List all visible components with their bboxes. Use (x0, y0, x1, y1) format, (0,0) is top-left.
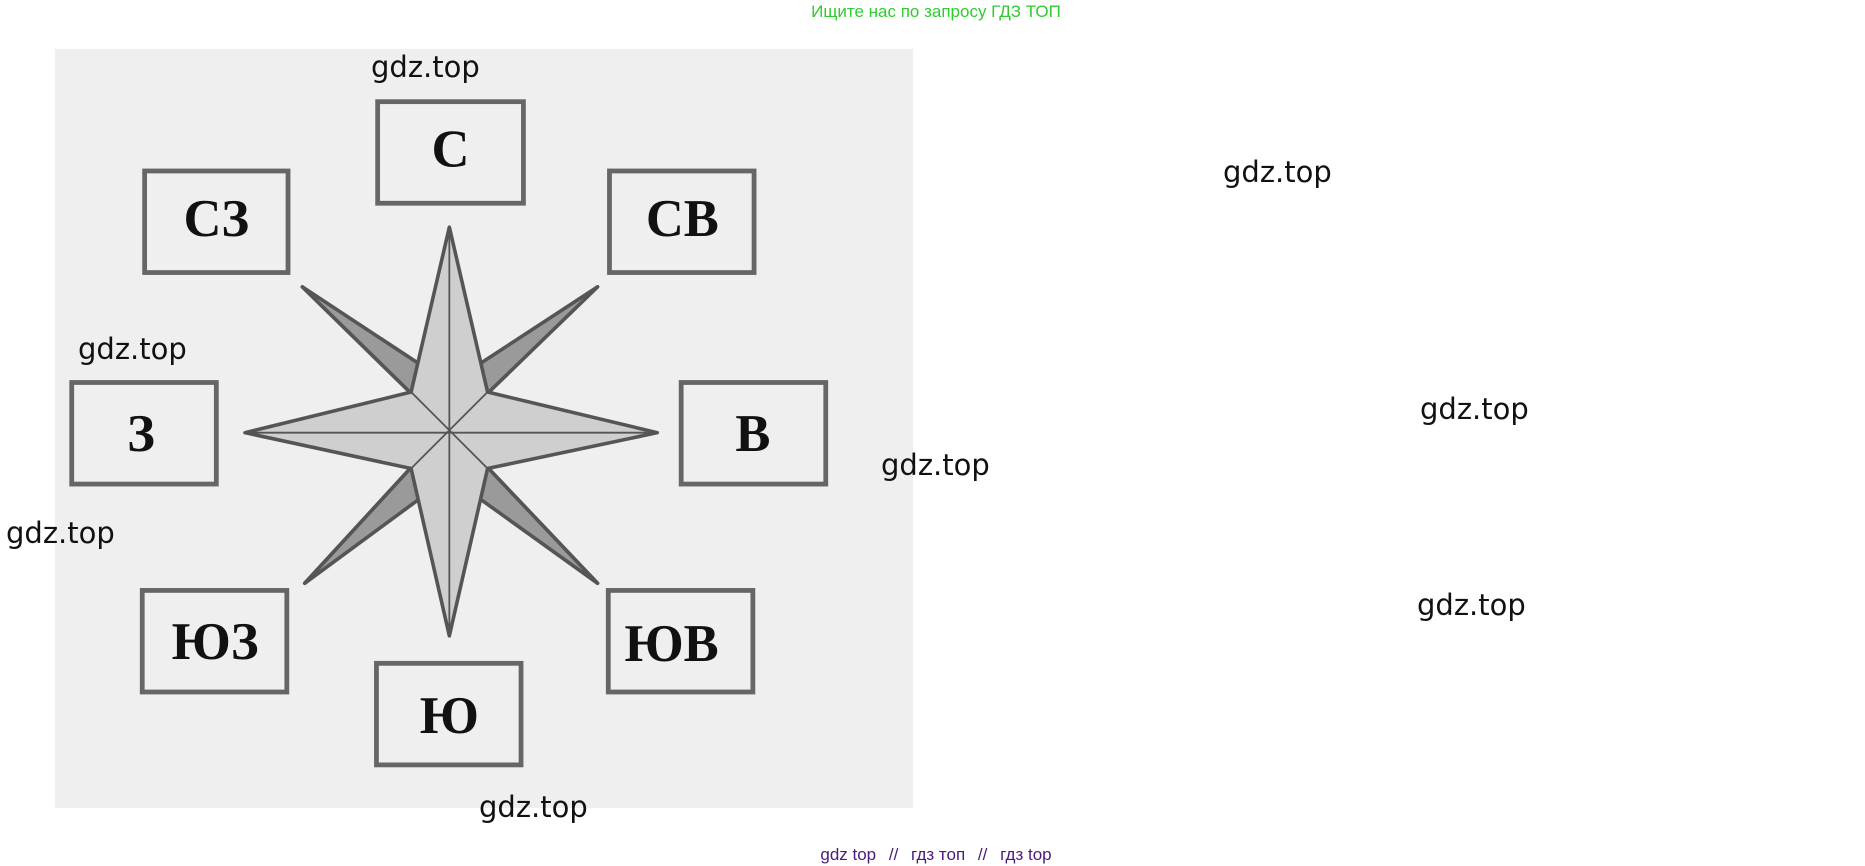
footer-separator: // (888, 845, 899, 864)
footer-link-gdz-top[interactable]: gdz top (820, 845, 877, 864)
search-banner: Ищите нас по запросу ГДЗ ТОП (811, 2, 1061, 21)
label-southwest: ЮЗ (172, 613, 259, 671)
watermark: gdz.top (479, 790, 588, 824)
footer-link-gdz-top-mixed[interactable]: гдз top (1000, 845, 1052, 864)
watermark: gdz.top (6, 516, 115, 550)
label-south: Ю (420, 687, 479, 745)
footer-link-gdz-top-ru[interactable]: гдз топ (911, 845, 966, 864)
box-east (678, 380, 829, 487)
watermark: gdz.top (1417, 588, 1526, 622)
footer-links: gdz top // гдз топ // гдз top (0, 845, 1865, 865)
watermark: gdz.top (371, 50, 480, 84)
box-north (375, 99, 526, 206)
compass-star-main (243, 225, 660, 638)
watermark: gdz.top (1420, 392, 1529, 426)
watermark: gdz.top (881, 448, 990, 482)
label-northeast: СВ (646, 190, 719, 248)
watermark: gdz.top (78, 332, 187, 366)
label-southeast: ЮВ (624, 615, 718, 673)
label-east: В (735, 405, 770, 463)
box-northwest (142, 168, 291, 275)
box-southeast (605, 588, 756, 695)
box-west (69, 380, 219, 487)
compass-rose-figure: С СЗ СВ З В ЮЗ ЮВ Ю (55, 49, 913, 808)
footer-separator: // (977, 845, 988, 864)
box-northeast (607, 168, 757, 275)
compass-rose: С СЗ СВ З В ЮЗ ЮВ Ю (69, 99, 829, 768)
watermark: gdz.top (1223, 155, 1332, 189)
box-southwest (139, 588, 290, 695)
label-northwest: СЗ (183, 190, 249, 248)
label-west: З (127, 405, 155, 463)
label-north: С (432, 120, 470, 178)
box-south (374, 660, 524, 768)
